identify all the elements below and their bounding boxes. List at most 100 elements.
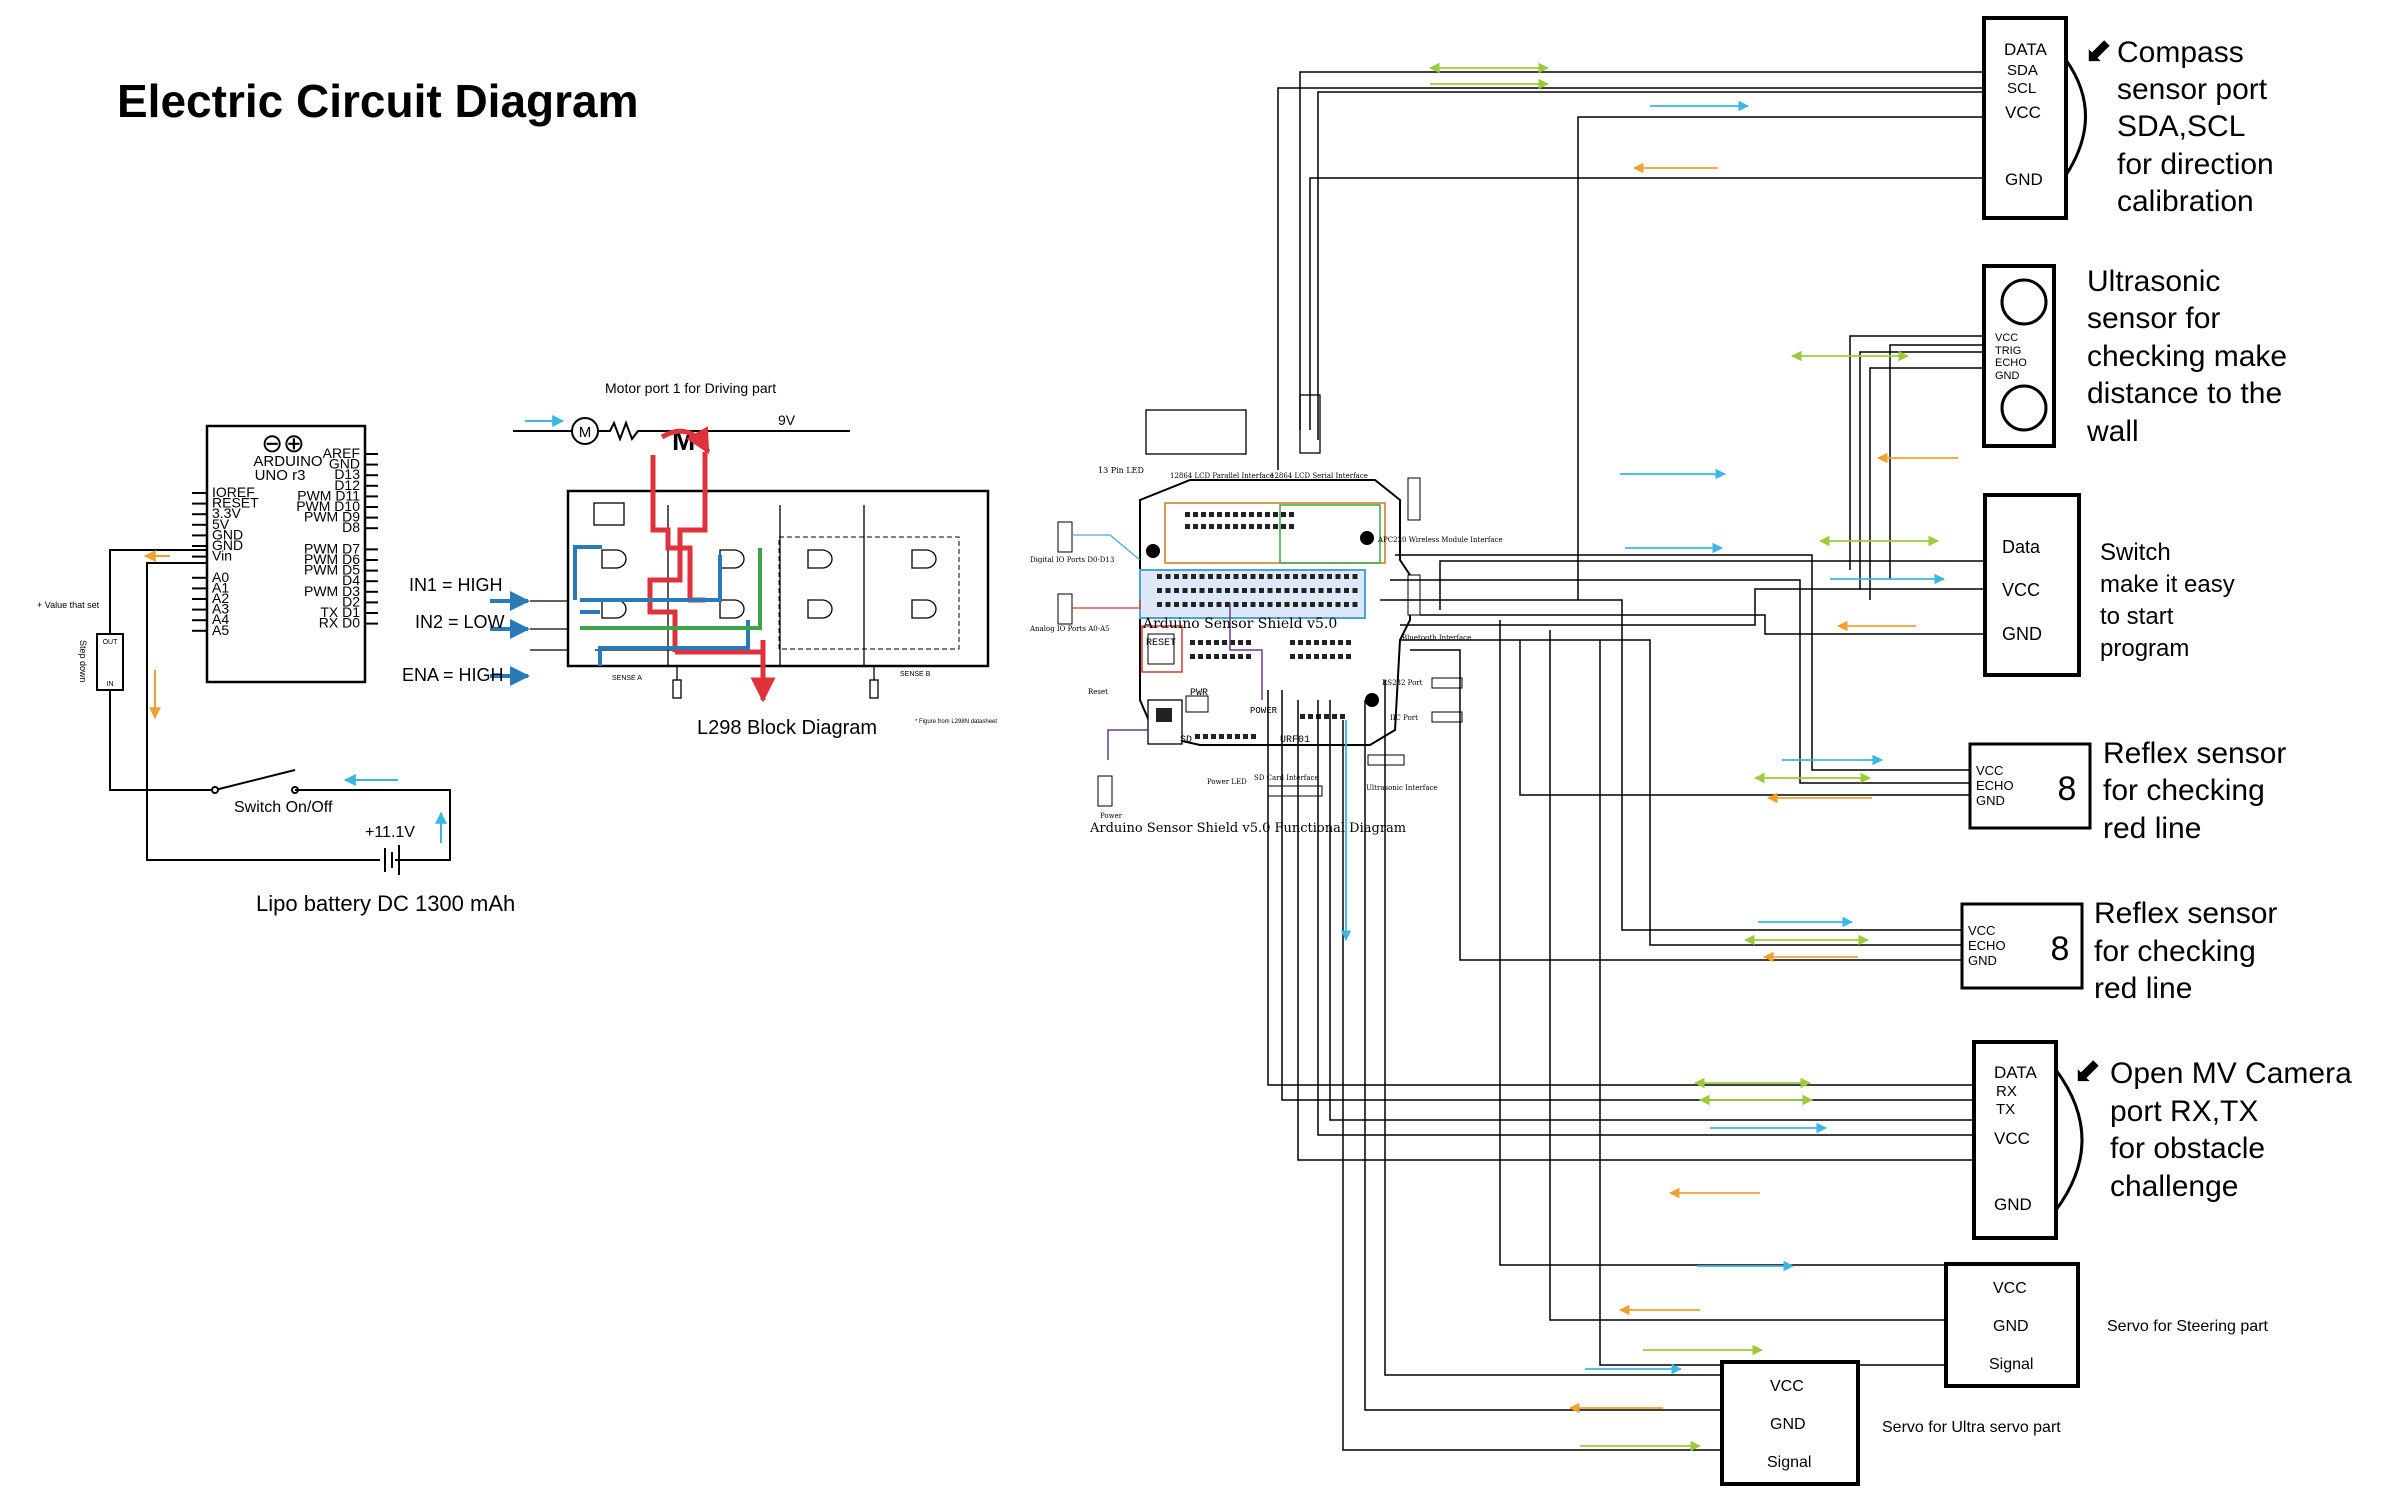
uno-pin-label: A1 xyxy=(212,579,229,595)
cursor-icon: ⬋ xyxy=(2084,32,2113,70)
arduino-logo-icon: ⊖⊕ xyxy=(261,428,305,458)
shield-board-label: Arduino Sensor Shield v5.0 xyxy=(1142,616,1337,632)
voltage-label: +11.1V xyxy=(365,824,415,841)
svg-text:VCC: VCC xyxy=(2005,103,2041,122)
svg-text:IN: IN xyxy=(107,681,114,688)
svg-text:APC220 Wireless Module Interfa: APC220 Wireless Module Interface xyxy=(1377,536,1503,544)
svg-text:M: M xyxy=(579,424,592,441)
svg-text:IIC Port: IIC Port xyxy=(1390,714,1418,722)
arduino-name: ARDUINO xyxy=(253,453,322,470)
svg-text:Reflex sensor: Reflex sensor xyxy=(2103,737,2286,770)
svg-text:POWER: POWER xyxy=(1250,706,1278,716)
svg-text:Reset: Reset xyxy=(1088,688,1108,696)
input-ena: ENA = HIGH xyxy=(402,665,504,685)
uno-pin-label: RX D0 xyxy=(319,615,360,631)
camera-module: DATA RX TX VCC GND ⬋ Open MV Camera port… xyxy=(1972,1040,2352,1240)
svg-text:for checking: for checking xyxy=(2103,774,2265,807)
l298-footnote: * Figure from L298N datasheet xyxy=(915,719,997,725)
svg-text:challenge: challenge xyxy=(2110,1170,2238,1203)
svg-text:Switch: Switch xyxy=(2100,539,2171,566)
servo-ultra-module: VCC GND Signal Servo for Ultra servo par… xyxy=(1720,1360,2061,1486)
svg-text:Ultrasonic Interface: Ultrasonic Interface xyxy=(1366,784,1438,792)
svg-text:checking make: checking make xyxy=(2087,340,2287,373)
uno-pin-label: PWM D9 xyxy=(304,509,360,525)
svg-text:ECHO: ECHO xyxy=(1968,938,2006,953)
uno-pin-label: D13 xyxy=(334,466,360,482)
svg-text:VCC: VCC xyxy=(1995,332,2018,344)
svg-text:VCC: VCC xyxy=(1976,763,2003,778)
svg-text:SENSE A: SENSE A xyxy=(612,675,642,682)
svg-text:Signal: Signal xyxy=(1989,1356,2033,1373)
reflex-sensor-2: VCC ECHO GND 8 Reflex sensor for checkin… xyxy=(1960,897,2277,1005)
connection-wires xyxy=(1267,71,1985,1451)
shield-caption: Arduino Sensor Shield v5.0 Functional Di… xyxy=(1089,821,1406,836)
page-title: Electric Circuit Diagram xyxy=(117,75,639,127)
svg-text:GND: GND xyxy=(1976,793,2005,808)
svg-text:for checking: for checking xyxy=(2094,935,2256,968)
uno-pin-label: A4 xyxy=(212,611,229,627)
arduino-uno: ⊖⊕ ARDUINO UNO r3 IOREFRESET3.3V5VGNDGND… xyxy=(192,424,378,684)
svg-text:8: 8 xyxy=(2051,930,2070,968)
svg-text:VCC: VCC xyxy=(2002,580,2040,600)
uno-pin-label: Vin xyxy=(212,548,232,564)
uno-pin-label: D8 xyxy=(342,519,360,535)
svg-text:Power: Power xyxy=(1100,812,1123,820)
svg-text:SCL: SCL xyxy=(2007,80,2036,97)
svg-text:ECHO: ECHO xyxy=(1995,357,2027,369)
svg-text:PWR: PWR xyxy=(1190,688,1208,699)
svg-text:red line: red line xyxy=(2103,812,2201,845)
sensor-shield: Arduino Sensor Shield v5.0 13 Pin LED 12… xyxy=(1029,394,1503,836)
svg-text:GND: GND xyxy=(1968,953,1997,968)
uno-pin-label: A3 xyxy=(212,601,229,617)
svg-text:GND: GND xyxy=(2002,624,2042,644)
reflex-sensor-1: VCC ECHO GND 8 Reflex sensor for checkin… xyxy=(1968,737,2286,845)
uno-pin-label: AREF xyxy=(323,445,360,461)
svg-text:DATA: DATA xyxy=(2004,40,2047,59)
svg-text:RS232 Port: RS232 Port xyxy=(1382,679,1423,687)
svg-text:Ultrasonic: Ultrasonic xyxy=(2087,265,2220,298)
voltage-9v: 9V xyxy=(778,412,796,428)
uno-pin-label: PWM D6 xyxy=(304,551,360,567)
motor-label: Motor port 1 for Driving part xyxy=(605,380,776,396)
svg-text:SDA,SCL: SDA,SCL xyxy=(2117,110,2245,143)
svg-text:ECHO: ECHO xyxy=(1976,778,2014,793)
svg-text:TRIG: TRIG xyxy=(1995,345,2021,357)
svg-text:calibration: calibration xyxy=(2117,185,2254,218)
svg-text:red line: red line xyxy=(2094,972,2192,1005)
value-label: + Value that set xyxy=(37,600,100,610)
step-down-label: Step down xyxy=(78,640,88,683)
svg-text:VCC: VCC xyxy=(1994,1129,2030,1148)
svg-text:12864 LCD Parallel Interface: 12864 LCD Parallel Interface xyxy=(1170,472,1274,480)
svg-text:for obstacle: for obstacle xyxy=(2110,1132,2265,1165)
svg-text:Power LED: Power LED xyxy=(1207,778,1247,786)
svg-text:Signal: Signal xyxy=(1767,1454,1811,1471)
switch-module: Data VCC GND Switch make it easy to star… xyxy=(1983,493,2235,677)
shield-pin-headers xyxy=(1157,512,1358,739)
svg-text:sensor for: sensor for xyxy=(2087,302,2220,335)
svg-text:VCC: VCC xyxy=(1968,923,1995,938)
svg-text:Data: Data xyxy=(2002,537,2041,557)
svg-text:Analog IO Ports A0-A5: Analog IO Ports A0-A5 xyxy=(1029,625,1110,633)
svg-text:wall: wall xyxy=(2086,415,2139,448)
svg-text:GND: GND xyxy=(1995,370,2020,382)
svg-text:Servo for Ultra servo part: Servo for Ultra servo part xyxy=(1882,1419,2061,1436)
input-in2: IN2 = LOW xyxy=(415,612,505,632)
svg-text:to start: to start xyxy=(2100,603,2174,630)
uno-pin-label: PWM D3 xyxy=(304,583,360,599)
servo-steering-module: VCC GND Signal Servo for Steering part xyxy=(1944,1262,2269,1388)
uno-pin-label: D12 xyxy=(334,477,360,493)
svg-text:OUT: OUT xyxy=(103,639,119,646)
input-in1: IN1 = HIGH xyxy=(409,575,503,595)
switch-label: Switch On/Off xyxy=(234,799,333,816)
svg-text:TX: TX xyxy=(1996,1101,2015,1118)
svg-text:Reflex sensor: Reflex sensor xyxy=(2094,897,2277,930)
uno-pin-label: 3.3V xyxy=(212,505,241,521)
svg-text:Open MV Camera: Open MV Camera xyxy=(2110,1057,2352,1090)
uno-pin-label: PWM D7 xyxy=(304,540,360,556)
cursor-icon: ⬋ xyxy=(2073,1052,2102,1090)
uno-pin-label: GND xyxy=(212,526,243,542)
svg-text:GND: GND xyxy=(1993,1318,2029,1335)
uno-pin-label: PWM D11 xyxy=(297,487,360,503)
